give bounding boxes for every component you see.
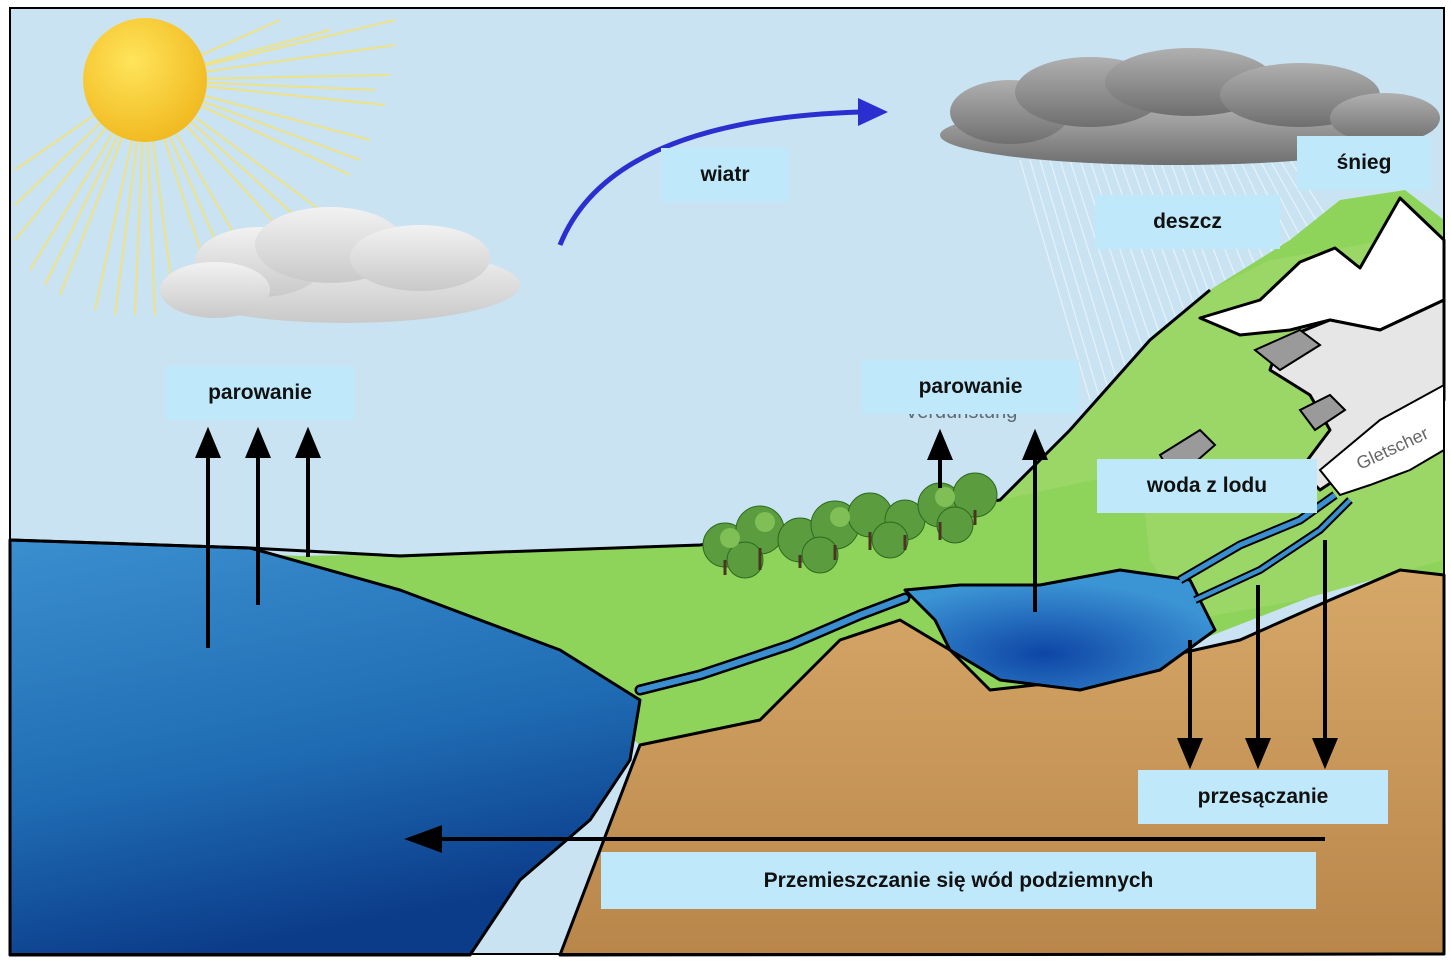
frame	[9, 7, 1445, 955]
label-groundwater-flow: Przemieszczanie się wód podziemnych	[601, 852, 1316, 909]
arrow-icon-evaporation-right	[927, 428, 1048, 612]
arrow-icon-infiltration	[1177, 540, 1338, 770]
label-infiltration: przesączanie	[1138, 770, 1388, 824]
lake	[903, 568, 1217, 692]
wind-arrow-icon	[557, 98, 888, 246]
label-glacier-melt: woda z lodu	[1097, 459, 1317, 513]
label-snow: śnieg	[1297, 136, 1431, 190]
cloud-icon-grey	[940, 48, 1440, 165]
cloud-icon-white	[160, 207, 520, 323]
label-evaporation-right: parowanie	[862, 360, 1079, 414]
tree-icon-group	[702, 472, 998, 579]
label-rain: deszcz	[1095, 195, 1280, 249]
label-evaporation-left: parowanie	[166, 366, 354, 420]
arrow-icon-evaporation-left	[195, 426, 321, 648]
arrow-icon-groundwater	[404, 825, 1325, 853]
sun-icon	[83, 18, 207, 142]
glacier: Gletscher	[1318, 383, 1445, 497]
label-wind: wiatr	[661, 148, 789, 202]
glacier-streams	[1177, 491, 1353, 604]
river-water	[637, 595, 908, 693]
